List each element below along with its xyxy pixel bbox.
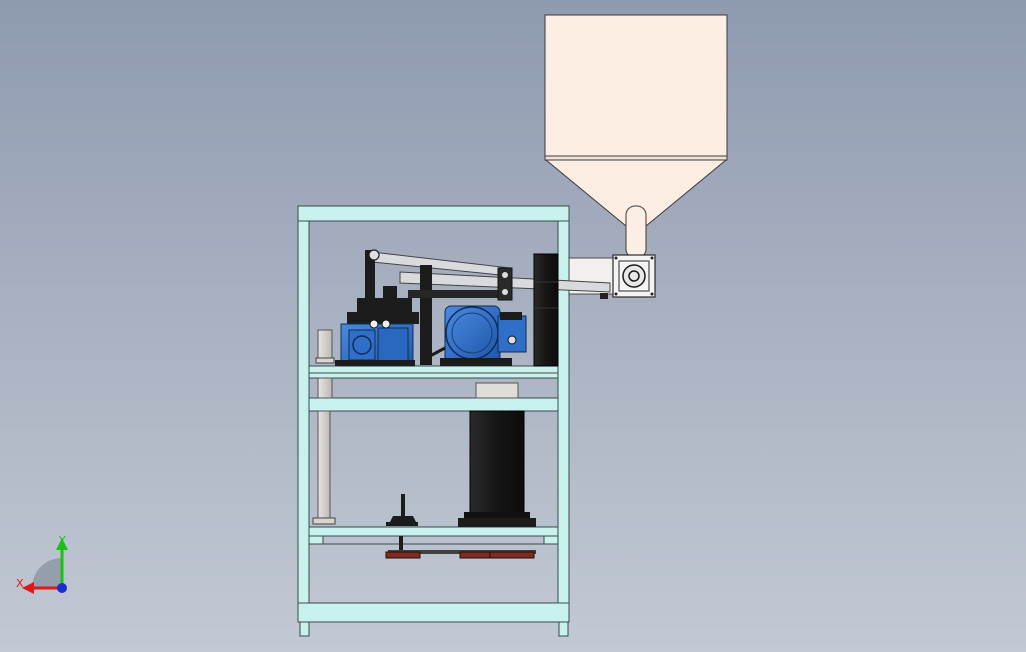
frame <box>297 205 570 637</box>
frame-shelf-2 <box>308 526 559 537</box>
y-arrow-icon <box>56 538 68 550</box>
left-cylinder <box>315 329 335 399</box>
feed-assembly <box>567 254 656 299</box>
z-axis-dot-icon <box>57 583 67 593</box>
triad-x-label: X <box>16 577 24 590</box>
valve-box-inner <box>618 260 650 292</box>
valve-nozzle <box>600 293 608 299</box>
hopper-rim <box>544 155 728 161</box>
left-gearbox <box>335 286 419 367</box>
hopper-neck <box>625 205 647 259</box>
lower-cylinder <box>312 410 336 525</box>
hopper-body <box>544 14 728 159</box>
frame-shelf-2-bracket-left <box>308 535 324 545</box>
bottom-rail-assembly <box>385 536 536 559</box>
frame-foot-right <box>558 621 569 637</box>
valve-bolt <box>614 292 618 296</box>
frame-mid-rail <box>308 397 559 412</box>
x-arrow-icon <box>22 582 34 594</box>
hopper <box>544 14 728 259</box>
valve-disc <box>622 264 646 288</box>
adjust-foot <box>386 494 418 526</box>
frame-right-post <box>557 205 570 623</box>
frame-top-rail <box>297 205 570 222</box>
valve-bolt <box>614 256 618 260</box>
valve-bolt <box>650 256 654 260</box>
frame-shelf-2-bracket-right <box>543 535 559 545</box>
frame-bottom-rail <box>297 602 570 623</box>
triad-y-label: Y <box>58 534 66 547</box>
coordinate-triad: Y X <box>16 534 68 594</box>
support-pillar <box>458 382 536 527</box>
valve-center <box>628 270 640 282</box>
main-motor <box>429 305 527 366</box>
triad-plane <box>32 558 62 588</box>
frame-shelf-1-plate <box>308 372 559 379</box>
frame-shelf-1 <box>308 365 559 374</box>
frame-left-post <box>297 205 310 623</box>
valve-bolt <box>650 292 654 296</box>
right-column <box>533 253 559 367</box>
frame-foot-left <box>299 621 310 637</box>
